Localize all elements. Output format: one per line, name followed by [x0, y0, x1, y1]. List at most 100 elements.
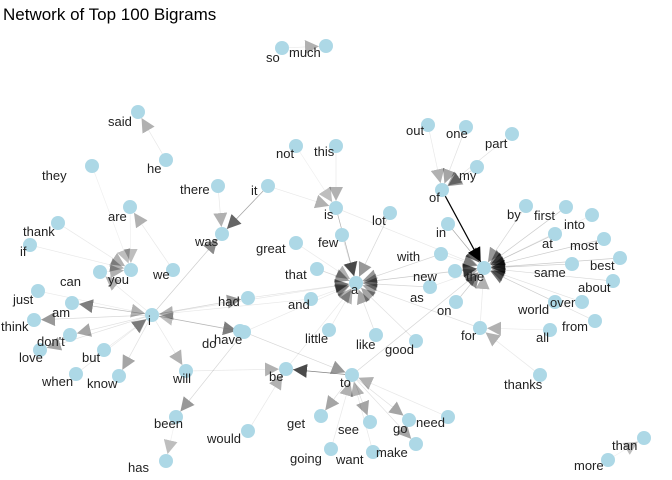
node-label-want: want — [335, 452, 364, 467]
node-is — [329, 201, 343, 215]
edge-would-be — [251, 374, 283, 426]
node-label-more: more — [574, 458, 604, 473]
node-label-the: the — [466, 269, 484, 284]
node-label-than: than — [612, 438, 637, 453]
node-great — [289, 236, 303, 250]
node-label-all: all — [536, 330, 549, 345]
node-it — [261, 179, 275, 193]
node-was — [215, 227, 229, 241]
node-label-going: going — [290, 451, 322, 466]
node-label-not: not — [276, 146, 294, 161]
node-label-would: would — [206, 431, 241, 446]
edge-layer — [36, 39, 639, 457]
node-label-do: do — [202, 336, 216, 351]
node-label-have: have — [214, 332, 242, 347]
edge-he-said — [141, 117, 163, 155]
edge-it-was — [226, 190, 264, 230]
node-same — [565, 257, 579, 271]
node-label-most: most — [570, 238, 599, 253]
node-label-had: had — [218, 294, 240, 309]
page-title: Network of Top 100 Bigrams — [3, 5, 217, 24]
node-label-think: think — [1, 319, 29, 334]
node-label-to: to — [340, 375, 351, 390]
node-label-a: a — [351, 282, 359, 297]
node-into — [585, 208, 599, 222]
node-we — [166, 263, 180, 277]
node-best — [613, 251, 627, 265]
node-label-i: i — [148, 313, 151, 328]
node-a — [349, 276, 363, 290]
node-label-will: will — [172, 371, 191, 386]
edge-new-the — [461, 263, 478, 278]
node-label-and: and — [288, 297, 310, 312]
node-thanks — [533, 368, 547, 382]
node-new — [448, 264, 462, 278]
node-label-thanks: thanks — [504, 377, 543, 392]
node-label-go: go — [393, 421, 407, 436]
node-are — [123, 200, 137, 214]
edge-when-i — [81, 319, 147, 370]
node-has — [159, 454, 173, 468]
node-dont — [63, 328, 77, 342]
edge-from-the — [490, 270, 589, 319]
edge-i-know — [122, 320, 149, 371]
edge-have-been — [180, 337, 240, 412]
node-label-great: great — [256, 241, 286, 256]
edge-few-a — [343, 241, 357, 277]
node-label-from: from — [562, 319, 588, 334]
node-label-by: by — [507, 207, 521, 222]
node-label-of: of — [429, 190, 440, 205]
node-label-about: about — [578, 280, 611, 295]
edge-there-was — [213, 192, 228, 228]
node-label-thank: thank — [23, 224, 55, 239]
node-label-at: at — [542, 236, 553, 251]
node-not — [289, 139, 303, 153]
edge-is-a — [337, 214, 358, 277]
edge-for-a — [362, 283, 474, 326]
node-label-there: there — [180, 182, 210, 197]
node-label-we: we — [152, 267, 170, 282]
node-and — [304, 292, 318, 306]
node-be — [279, 362, 293, 376]
edge-have-to — [250, 334, 346, 374]
node-this — [329, 139, 343, 153]
edge-for-the — [475, 274, 490, 322]
node-had — [241, 291, 255, 305]
node-label-new: new — [413, 269, 437, 284]
node-first — [559, 200, 573, 214]
edge-to-make — [356, 379, 412, 440]
edge-just-i — [44, 292, 146, 318]
edge-to-be — [292, 363, 346, 378]
node-label-if: if — [20, 244, 27, 259]
node-label-it: it — [251, 183, 258, 198]
node-that — [310, 262, 324, 276]
node-world — [548, 295, 562, 309]
node-label-he: he — [147, 161, 161, 176]
node-label-make: make — [376, 445, 408, 460]
edge-going-to — [332, 381, 354, 443]
node-label-has: has — [128, 460, 149, 475]
node-label-world: world — [517, 302, 549, 317]
node-like — [369, 328, 383, 342]
node-all — [543, 323, 557, 337]
node-want — [366, 445, 380, 459]
edge-i-will — [155, 320, 183, 366]
edge-not-is — [299, 151, 333, 203]
node-will — [179, 364, 193, 378]
edge-to-see — [354, 381, 370, 416]
node-than — [637, 431, 651, 445]
node-to — [345, 368, 359, 382]
node-label-but: but — [82, 350, 100, 365]
node-label-love: love — [19, 350, 43, 365]
node-love — [33, 343, 47, 357]
node-label-much: much — [289, 45, 321, 60]
node-label-best: best — [590, 258, 615, 273]
node-label-are: are — [108, 209, 127, 224]
node-label-first: first — [534, 208, 555, 223]
node-label-you: you — [108, 272, 129, 287]
node-think — [27, 313, 41, 327]
edge-with-the — [447, 254, 478, 269]
node-label-over: over — [550, 295, 576, 310]
node-lot — [383, 206, 397, 220]
